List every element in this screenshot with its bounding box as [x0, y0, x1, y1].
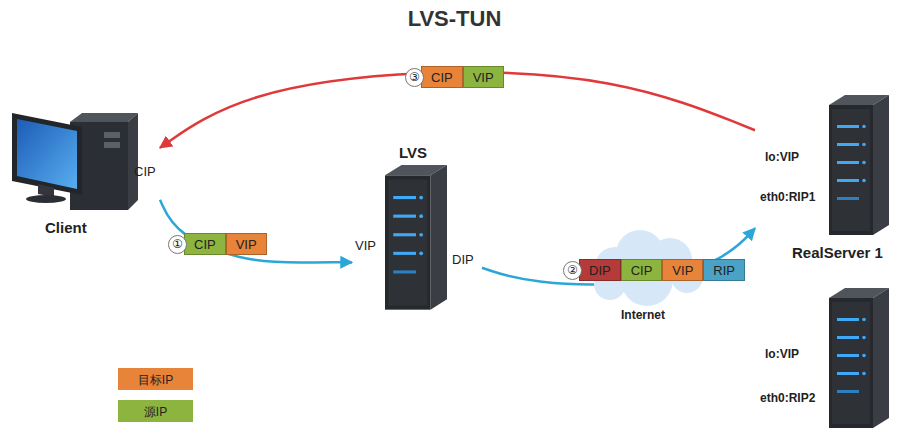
node-label: eth0:RIP1: [760, 190, 815, 204]
real-server-node: lo:VIP eth0:RIP2: [755, 285, 905, 430]
node-label: RealServer 1: [792, 244, 883, 261]
node-label: VIP: [355, 238, 376, 253]
callout-number: ③: [405, 68, 424, 87]
ip-label: VIP: [672, 263, 693, 278]
packet-field: VIP: [662, 259, 703, 281]
ip-label: CIP: [431, 70, 453, 85]
packet-field: RIP: [703, 259, 745, 281]
diagram-title: LVS-TUN: [0, 6, 909, 32]
drive-bay: [104, 142, 120, 148]
node-label: lo:VIP: [765, 150, 799, 164]
node-label: Client: [45, 219, 87, 236]
packet: ③ CIP VIP: [405, 65, 504, 89]
drive-bay: [104, 132, 120, 138]
packet-field: VIP: [463, 66, 504, 88]
flow-arrow: [160, 200, 352, 263]
legend-item: 目标IP: [118, 368, 193, 390]
packet-field: CIP: [421, 66, 463, 88]
node-label: Internet: [621, 308, 665, 322]
ip-label: VIP: [236, 237, 257, 252]
node-label: CIP: [134, 164, 156, 179]
real-server-node: lo:VIP eth0:RIP1RealServer 1: [755, 90, 905, 265]
packet-field: DIP: [579, 259, 621, 281]
real-server: [829, 95, 889, 235]
flow-arrow: [482, 228, 755, 284]
packet: ① CIP VIP: [168, 232, 267, 256]
node-label: LVS: [399, 144, 427, 161]
ip-label: CIP: [194, 237, 216, 252]
tower-top: [70, 113, 138, 122]
monitor-bezel: [12, 113, 82, 195]
real-server: [829, 288, 889, 428]
legend-swatch: 源IP: [118, 400, 193, 422]
packet-field: VIP: [226, 233, 267, 255]
packet-field: CIP: [184, 233, 226, 255]
monitor-screen: [17, 119, 77, 189]
node-label: lo:VIP: [765, 347, 799, 361]
ip-label: CIP: [631, 263, 653, 278]
lvs-node: LVS VIP DIP: [352, 140, 482, 320]
node-label: eth0:RIP2: [760, 391, 815, 405]
lvs-server: [385, 165, 447, 310]
packet: ② DIP CIP VIP RIP: [563, 258, 745, 282]
monitor-base: [26, 195, 66, 203]
legend-item: 源IP: [118, 400, 193, 422]
client-computer: [12, 113, 138, 210]
ip-label: RIP: [713, 263, 735, 278]
tower-side: [128, 113, 138, 210]
packet-field: CIP: [621, 259, 663, 281]
legend-label: 源IP: [144, 405, 167, 419]
callout-number: ②: [563, 261, 582, 280]
legend-label: 目标IP: [138, 373, 173, 387]
node-label: DIP: [452, 252, 474, 267]
legend-swatch: 目标IP: [118, 368, 193, 390]
callout-number: ①: [168, 235, 187, 254]
ip-label: DIP: [589, 263, 611, 278]
client-node: CIP Client: [5, 110, 160, 240]
ip-label: VIP: [473, 70, 494, 85]
